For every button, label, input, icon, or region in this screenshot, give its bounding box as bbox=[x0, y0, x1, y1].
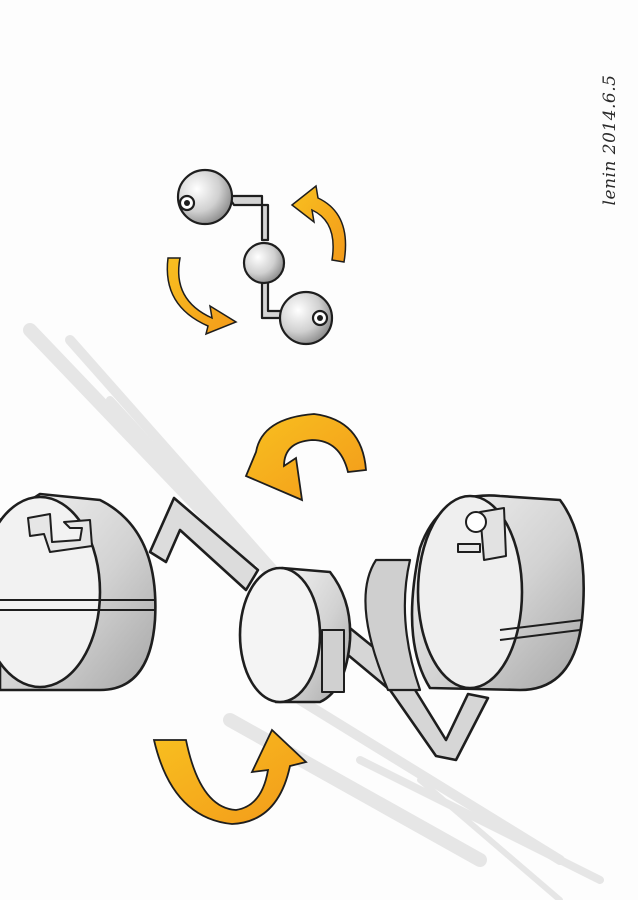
right-coupling bbox=[457, 507, 507, 561]
model-ball-center bbox=[242, 241, 286, 285]
rotation-arrow-icon bbox=[152, 728, 308, 825]
rotation-arrow-icon bbox=[244, 413, 367, 502]
cylinder-left bbox=[0, 492, 157, 692]
rotation-arrow-icon bbox=[166, 257, 238, 336]
crank-arm-upper bbox=[148, 496, 260, 592]
model-rod-upper bbox=[226, 194, 270, 242]
left-coupling bbox=[27, 513, 93, 553]
cylinder-right bbox=[364, 494, 585, 692]
crank-model-icon bbox=[176, 168, 334, 346]
model-ball-upper bbox=[176, 168, 234, 226]
cylinder-center bbox=[238, 566, 352, 704]
rotation-arrow-icon bbox=[290, 184, 347, 263]
signature-text: lenin 2014.6.5 bbox=[600, 74, 620, 206]
crank-assembly-icon bbox=[0, 492, 585, 762]
model-ball-lower bbox=[278, 290, 334, 346]
signature: lenin 2014.6.5 bbox=[590, 70, 630, 210]
